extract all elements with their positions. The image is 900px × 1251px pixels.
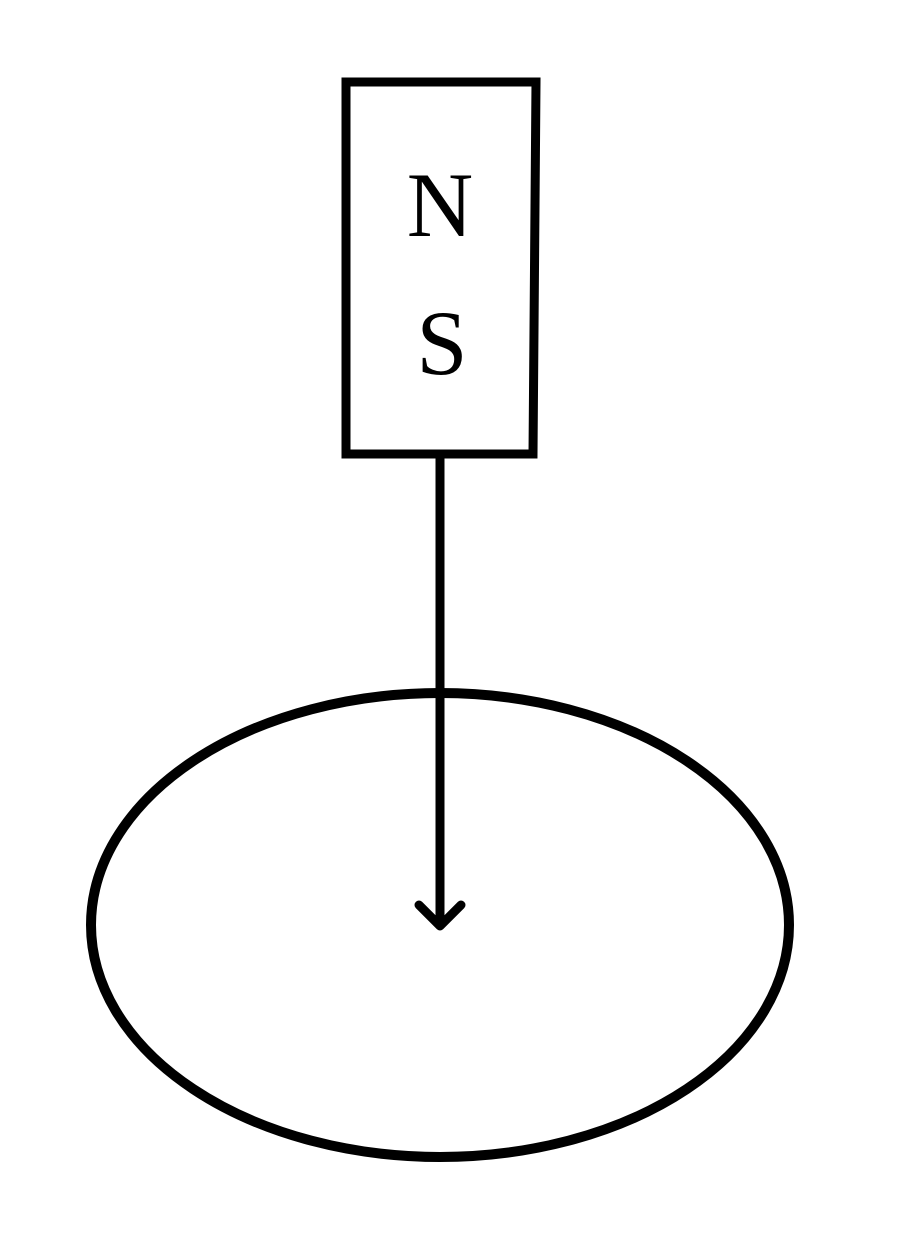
bar-magnet: N S <box>341 77 541 459</box>
coil-loop <box>86 688 794 1162</box>
south-pole-label: S <box>416 292 467 394</box>
magnet-body <box>341 77 541 459</box>
arrow-head <box>414 900 466 931</box>
north-pole-label: N <box>407 154 473 256</box>
